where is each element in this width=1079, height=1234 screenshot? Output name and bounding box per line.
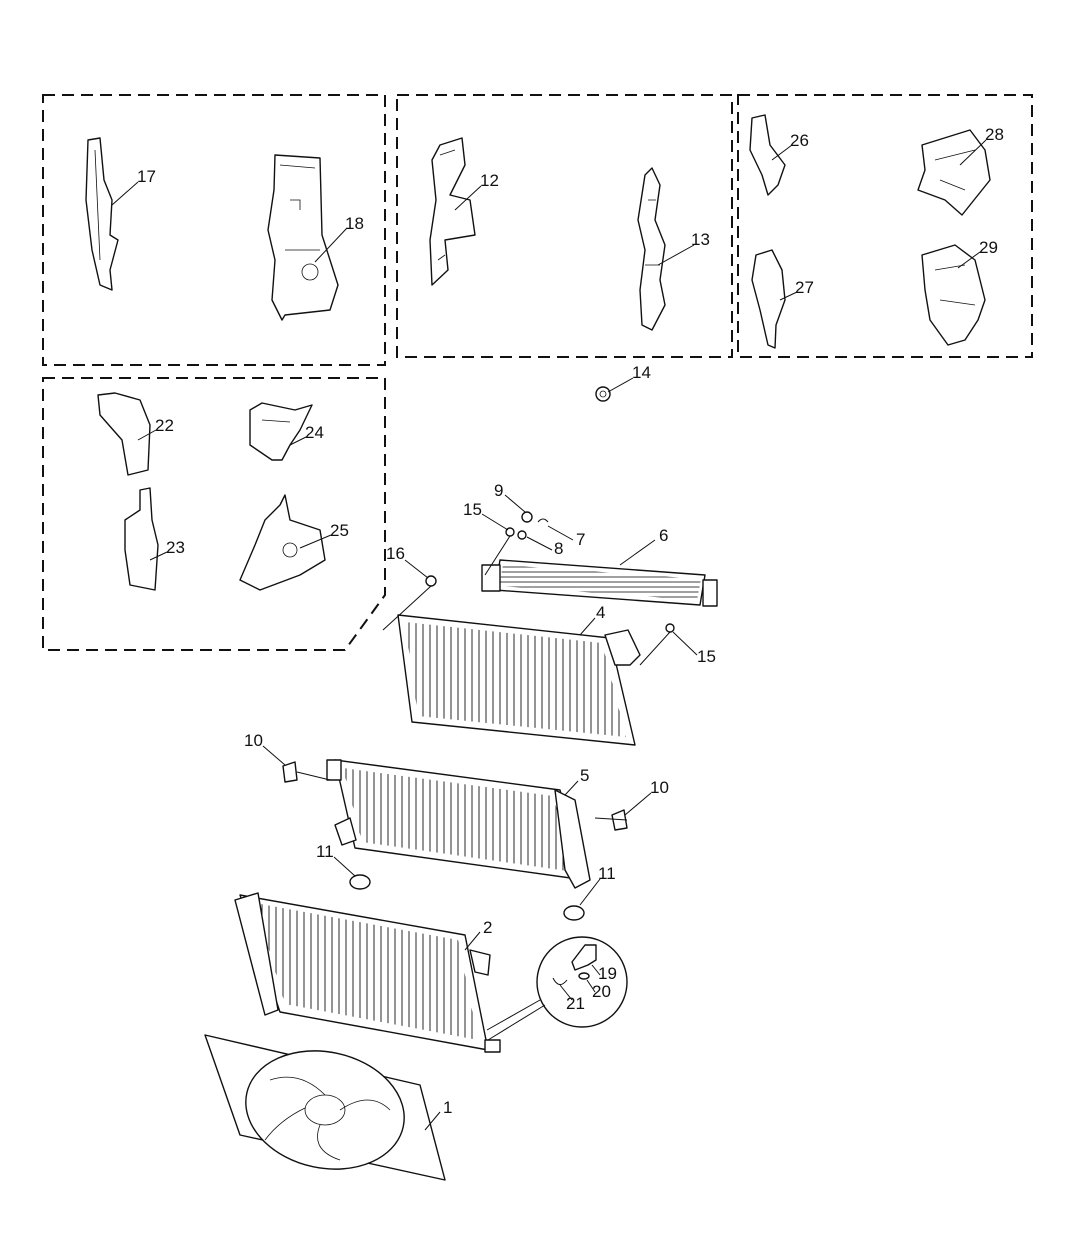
callout-7: 7 bbox=[576, 530, 585, 549]
callout-27: 27 bbox=[795, 278, 814, 297]
callout-5: 5 bbox=[580, 766, 589, 785]
callout-28: 28 bbox=[985, 125, 1004, 144]
callout-10a: 10 bbox=[244, 731, 263, 750]
part-29-deflector bbox=[921, 244, 986, 346]
callout-26: 26 bbox=[790, 131, 809, 150]
part-24-deflector bbox=[249, 402, 313, 461]
group-box-12-13 bbox=[396, 94, 733, 358]
callout-4: 4 bbox=[596, 603, 605, 622]
callout-22: 22 bbox=[155, 416, 174, 435]
group-box-22-25 bbox=[42, 377, 386, 651]
part-26-deflector bbox=[749, 114, 786, 196]
callout-11a: 11 bbox=[316, 842, 334, 861]
part-22-deflector bbox=[97, 392, 151, 476]
callout-14: 14 bbox=[632, 363, 651, 382]
part-1-fan-shroud bbox=[204, 1034, 446, 1181]
part-17-deflector bbox=[85, 137, 119, 291]
callout-11b: 11 bbox=[598, 864, 616, 883]
group-box-17-18 bbox=[42, 94, 386, 366]
part-12-deflector bbox=[429, 137, 476, 286]
callout-20: 20 bbox=[592, 982, 611, 1001]
part-25-deflector bbox=[239, 494, 326, 591]
callout-labels: 17 18 12 13 26 28 27 29 14 22 24 23 25 1… bbox=[137, 125, 1004, 1117]
part-2-radiator bbox=[234, 892, 501, 1053]
callout-17: 17 bbox=[137, 167, 156, 186]
part-27-deflector bbox=[751, 249, 786, 349]
part-18-deflector bbox=[267, 154, 339, 321]
callout-15b: 15 bbox=[697, 647, 716, 666]
callout-9: 9 bbox=[494, 481, 503, 500]
part-13-deflector bbox=[637, 167, 666, 331]
leader-lines bbox=[111, 139, 987, 1131]
part-28-deflector bbox=[917, 129, 991, 216]
callout-12: 12 bbox=[480, 171, 499, 190]
part-14-clip bbox=[595, 386, 611, 402]
callout-1: 1 bbox=[443, 1098, 452, 1117]
callout-2: 2 bbox=[483, 918, 492, 937]
callout-24: 24 bbox=[305, 423, 324, 442]
group-box-26-29 bbox=[737, 94, 1033, 358]
callout-13: 13 bbox=[691, 230, 710, 249]
callout-15a: 15 bbox=[463, 500, 482, 519]
part-5-charge-air-cooler bbox=[326, 759, 591, 889]
callout-25: 25 bbox=[330, 521, 349, 540]
callout-8: 8 bbox=[554, 539, 563, 558]
detail-circle-sensor bbox=[486, 936, 628, 1041]
callout-19: 19 bbox=[598, 964, 617, 983]
callout-29: 29 bbox=[979, 238, 998, 257]
part-4-condenser bbox=[397, 614, 641, 746]
callout-6: 6 bbox=[659, 526, 668, 545]
callout-23: 23 bbox=[166, 538, 185, 557]
callout-21: 21 bbox=[566, 994, 585, 1013]
fasteners bbox=[282, 511, 675, 921]
callout-18: 18 bbox=[345, 214, 364, 233]
callout-10b: 10 bbox=[650, 778, 669, 797]
part-6-oil-cooler bbox=[481, 559, 718, 607]
part-23-deflector bbox=[124, 487, 159, 591]
callout-16: 16 bbox=[386, 544, 405, 563]
